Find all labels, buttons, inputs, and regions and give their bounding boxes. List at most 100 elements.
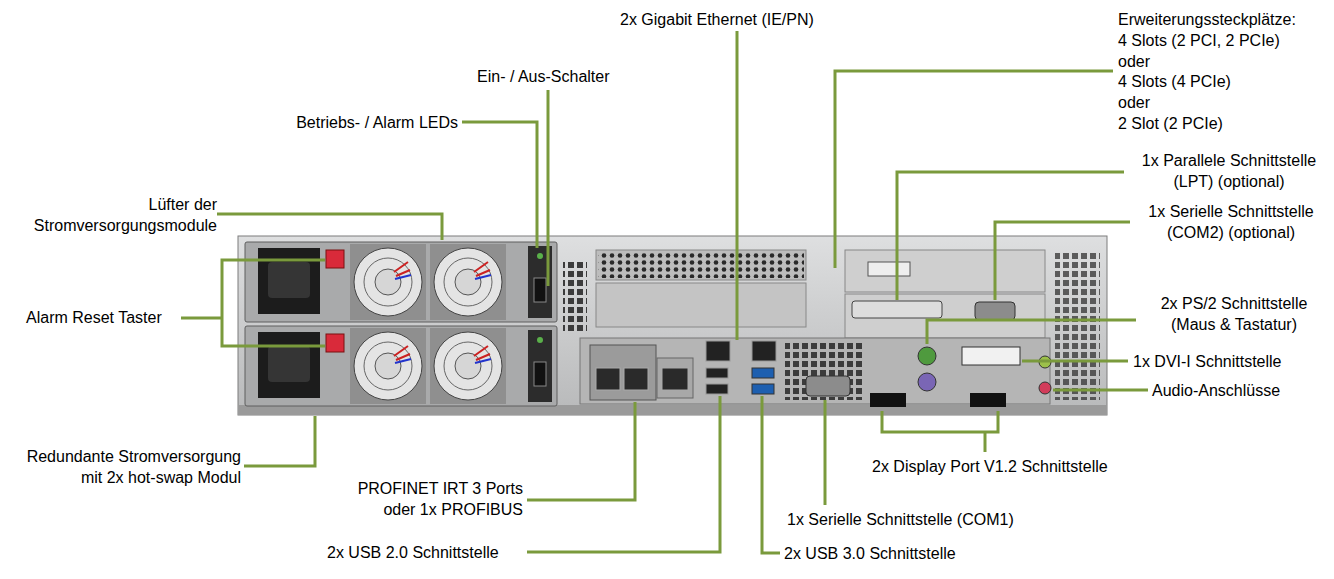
status-led: [537, 337, 543, 343]
callout-label: oder: [1118, 92, 1150, 113]
callout-label: 1x Serielle Schnittstelle (COM1): [787, 509, 1014, 530]
psu-module: [245, 326, 557, 406]
fan-hub: [455, 269, 481, 295]
leader-line: [1053, 389, 1148, 392]
com2-connector: [975, 302, 1015, 320]
vent: [563, 262, 587, 332]
fan-frame: [430, 328, 506, 404]
power-switch: [534, 278, 546, 302]
leader-line: [244, 416, 315, 466]
leader-line: [995, 222, 1130, 300]
callout-label: Ein- / Aus-Schalter: [477, 66, 610, 87]
callout-label: 2x USB 2.0 Schnittstelle: [327, 542, 499, 563]
ps2-port: [918, 347, 936, 365]
rj45-port: [706, 341, 730, 361]
slot-bracket: [596, 283, 806, 327]
callout-label: oder: [1118, 51, 1150, 72]
fan-wire: [474, 262, 490, 276]
leader-line: [181, 317, 222, 320]
reset-button: [326, 334, 344, 352]
ps2-port: [918, 373, 936, 391]
usb2-port: [706, 384, 728, 394]
power-switch: [534, 362, 546, 386]
callout-label: Redundante Stromversorgung mit 2x hot-sw…: [3, 446, 241, 488]
fan-grill: [364, 258, 412, 306]
leader-line: [462, 122, 537, 248]
rj45-port: [752, 341, 776, 361]
socket-inner: [268, 346, 310, 382]
power-socket: [258, 248, 320, 314]
chassis: [238, 236, 1107, 415]
fan-wire: [395, 275, 411, 279]
fan-wire: [475, 359, 491, 363]
rj45-port: [596, 368, 620, 390]
profinet-block: [657, 358, 693, 398]
slot-bracket: [596, 250, 806, 280]
psu-module: [245, 242, 557, 322]
psu-frame: [245, 326, 557, 406]
usb3-port: [752, 368, 774, 378]
fan-frame: [350, 328, 426, 404]
leader-line: [547, 90, 550, 286]
leader-line: [897, 172, 1124, 300]
fan: [434, 332, 502, 400]
callout-label: 2x USB 3.0 Schnittstelle: [784, 543, 956, 564]
audio-jack: [1039, 382, 1051, 394]
callout-label: Alarm Reset Taster: [26, 307, 162, 328]
usb2-port: [706, 368, 728, 378]
rj45-port: [662, 368, 688, 390]
vent: [785, 342, 865, 400]
power-socket: [258, 332, 320, 398]
leader-line: [1022, 360, 1128, 363]
leader-line: [527, 396, 720, 552]
leader-bracket: [882, 411, 998, 432]
status-led: [537, 253, 543, 259]
fan-wire: [395, 359, 411, 363]
reset-button: [326, 250, 344, 268]
callout-label: Betriebs- / Alarm LEDs: [278, 112, 458, 133]
fan-hub: [375, 353, 401, 379]
usb3-port: [752, 384, 774, 394]
socket-inner: [268, 262, 310, 298]
callout-label: 2x Gigabit Ethernet (IE/PN): [620, 9, 814, 30]
leader-line: [835, 71, 1113, 268]
com1-connector: [806, 376, 850, 396]
slot-perforation: [598, 252, 804, 278]
fan-grill: [364, 342, 412, 390]
callout-label: 2x Display Port V1.2 Schnittstelle: [872, 456, 1108, 477]
fan-frame: [350, 244, 426, 320]
slot-bracket: [845, 250, 1045, 292]
leader-line: [527, 402, 635, 500]
fan-wire: [394, 346, 410, 360]
slot-bracket: [845, 294, 1045, 338]
callout-label: 2x PS/2 Schnittstelle (Maus & Tastatur): [1138, 293, 1330, 335]
leader-line: [824, 400, 827, 505]
leader-line: [217, 214, 442, 240]
leader-bracket: [222, 260, 325, 346]
fan: [434, 248, 502, 316]
dvi-connector: [868, 262, 910, 276]
fan-wire: [394, 262, 410, 276]
fan-hub: [375, 269, 401, 295]
psu-frame: [245, 242, 557, 322]
leader-line: [736, 31, 739, 340]
callout-label: 1x DVI-I Schnittstelle: [1133, 351, 1282, 372]
fan-wire: [474, 346, 490, 360]
callout-label: 4 Slots (2 PCI, 2 PCIe): [1118, 30, 1280, 51]
leader-line: [927, 320, 1136, 344]
callout-label: 1x Serielle Schnittstelle (COM2) (option…: [1133, 201, 1329, 243]
leader-line: [984, 432, 987, 452]
callout-label: Audio-Anschlüsse: [1152, 380, 1280, 401]
displayport: [870, 393, 906, 407]
vent: [1055, 252, 1100, 400]
callout-label: 2 Slot (2 PCIe): [1118, 113, 1223, 134]
callout-label: 1x Parallele Schnittstelle (LPT) (option…: [1128, 150, 1330, 192]
fan-hub: [455, 353, 481, 379]
fan-grill: [444, 342, 492, 390]
rj45-port: [624, 368, 648, 390]
callout-label: PROFINET IRT 3 Ports oder 1x PROFIBUS: [335, 478, 523, 520]
profinet-block: [590, 345, 656, 400]
fan-frame: [430, 244, 506, 320]
leader-lines: [181, 31, 1148, 553]
